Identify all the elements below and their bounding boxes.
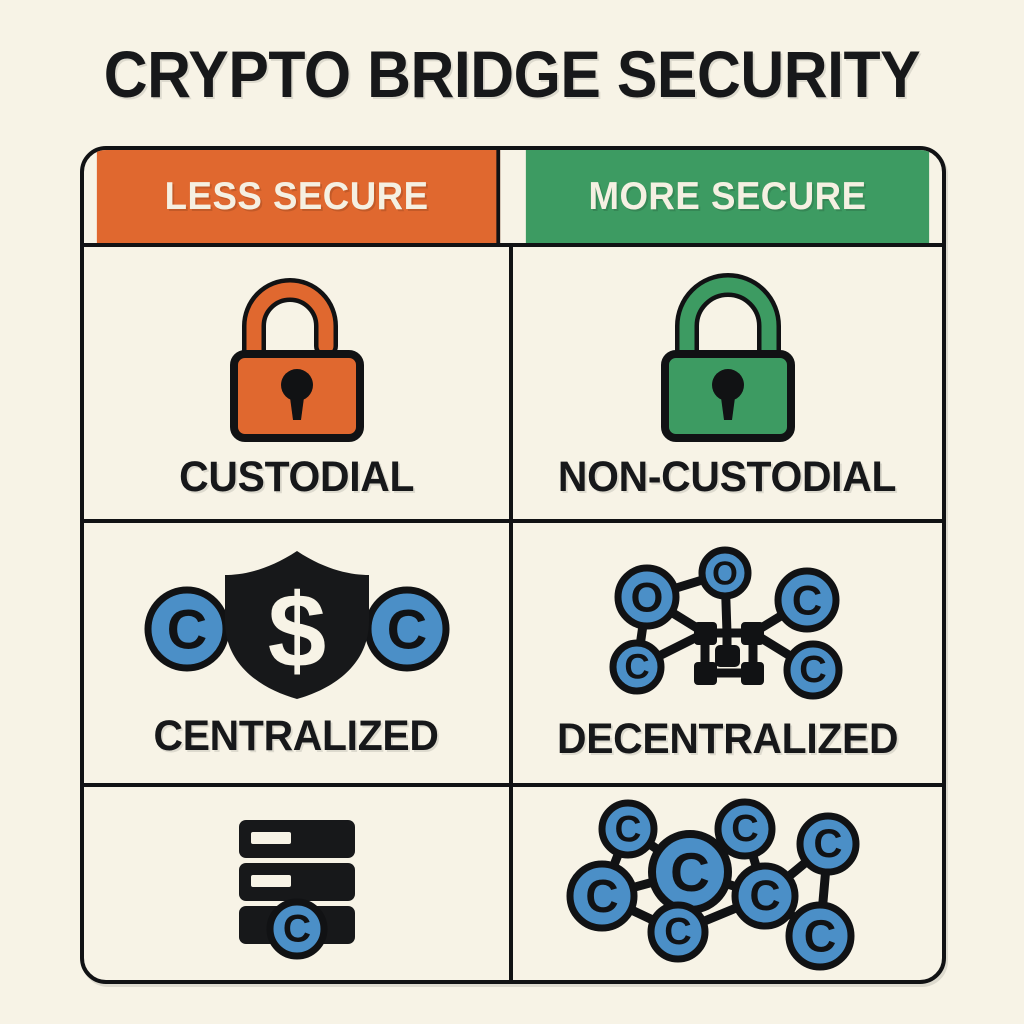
svg-text:C: C <box>804 910 837 961</box>
mesh-network-icon: C C C C C C C C <box>566 798 875 970</box>
svg-text:C: C <box>282 907 310 950</box>
column-header-more-secure-label: MORE SECURE <box>588 174 867 218</box>
svg-text:C: C <box>615 808 642 849</box>
svg-text:C: C <box>749 872 780 920</box>
svg-text:$: $ <box>267 573 325 690</box>
cell-centralized-label: CENTRALIZED <box>153 712 440 760</box>
table-header-row: LESS SECURE MORE SECURE <box>84 150 942 247</box>
svg-text:C: C <box>670 841 710 903</box>
cell-mesh-network: C C C C C C C C <box>513 787 942 980</box>
network-nodes-icon: O O C C C <box>585 545 870 705</box>
cell-decentralized: O O C C C DECENTRALIZED <box>513 523 942 783</box>
table-row: CUSTODIAL NON-CUSTODIAL <box>84 247 942 523</box>
cell-custodial-label: CUSTODIAL <box>179 453 414 501</box>
page-title: CRYPTO BRIDGE SECURITY <box>103 37 921 111</box>
cell-server-stack: C <box>84 787 513 980</box>
svg-text:C: C <box>166 598 206 661</box>
table-row: C <box>84 787 942 980</box>
cell-non-custodial: NON-CUSTODIAL <box>513 247 942 519</box>
svg-text:C: C <box>624 647 649 686</box>
svg-text:C: C <box>792 576 822 623</box>
open-padlock-icon <box>222 268 372 443</box>
svg-text:C: C <box>585 870 618 922</box>
cell-centralized: C C $ CENTRALIZED <box>84 523 513 783</box>
svg-text:C: C <box>799 649 826 691</box>
svg-text:C: C <box>814 822 843 866</box>
svg-text:O: O <box>712 554 738 591</box>
shield-dollar-icon: C C $ <box>137 547 457 702</box>
svg-text:O: O <box>631 573 664 620</box>
comparison-table: LESS SECURE MORE SECURE <box>80 146 946 984</box>
cell-custodial: CUSTODIAL <box>84 247 513 519</box>
column-header-more-secure: MORE SECURE <box>525 150 930 243</box>
closed-padlock-icon <box>653 268 803 443</box>
svg-text:C: C <box>731 808 758 850</box>
column-header-less-secure-label: LESS SECURE <box>164 174 429 218</box>
column-header-less-secure: LESS SECURE <box>96 150 501 243</box>
svg-text:C: C <box>664 911 691 953</box>
server-stack-coin-icon: C <box>217 814 377 959</box>
table-row: C C $ CENTRALIZED <box>84 523 942 787</box>
svg-text:C: C <box>386 598 426 661</box>
cell-decentralized-label: DECENTRALIZED <box>556 714 899 763</box>
cell-non-custodial-label: NON-CUSTODIAL <box>558 453 897 501</box>
